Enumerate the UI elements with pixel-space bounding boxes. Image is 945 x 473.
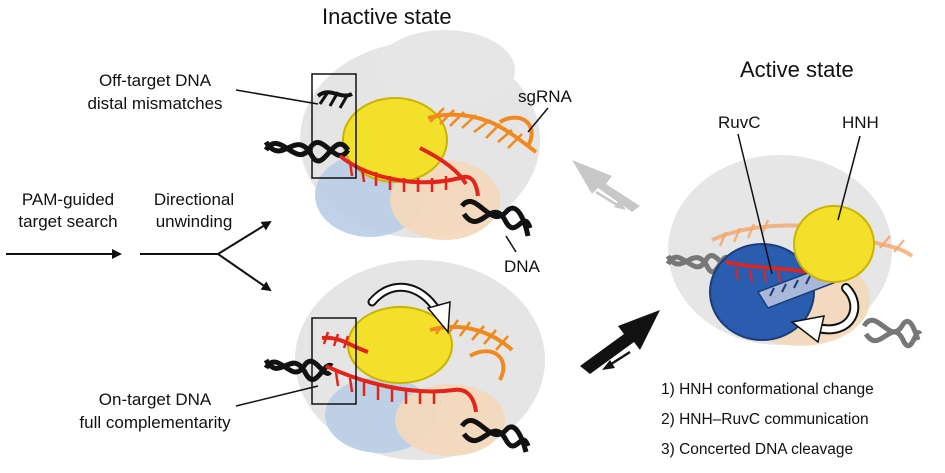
ontarget-label-line2: full complementarity [79, 413, 231, 432]
ruvc-leader [737, 133, 773, 275]
hnh-movement-arrow-head [790, 315, 825, 344]
arrow-to-active [580, 310, 660, 374]
hnh-label: HNH [842, 113, 879, 132]
step-unwinding-line2: unwinding [156, 212, 233, 231]
active-complex [665, 155, 923, 349]
step-3: 3) Concerted DNA cleavage [661, 441, 853, 458]
conformational-arrow-head [426, 300, 451, 334]
active-state-title: Active state [740, 57, 854, 82]
step-unwinding-line1: Directional [154, 190, 234, 209]
inactive-state-title: Inactive state [322, 4, 452, 29]
sgrna-leader [527, 107, 549, 133]
step-target-search-line1: PAM-guided [22, 190, 114, 209]
equilibrium-arrows [572, 160, 660, 374]
offtarget-label-line1: Off-target DNA [99, 71, 212, 90]
dna-leader [505, 235, 517, 253]
offtarget-label-line2: distal mismatches [87, 94, 222, 113]
arrow-branch-up [217, 220, 272, 255]
inactive-ontarget-complex [263, 260, 545, 460]
offtarget-leader [235, 89, 319, 105]
arrow-to-inactive [572, 160, 640, 212]
hnh-leader [837, 135, 861, 221]
pathway: PAM-guided target search Directional unw… [6, 190, 272, 292]
step-2: 2) HNH–RuvC communication [661, 411, 869, 428]
sgrna-label: sgRNA [518, 87, 573, 106]
arrow-branch-down [217, 253, 272, 292]
dna-label: DNA [504, 257, 541, 276]
ontarget-leader [235, 385, 319, 407]
step-target-search-line2: target search [18, 212, 117, 231]
ruvc-label: RuvC [718, 113, 761, 132]
step-1: 1) HNH conformational change [661, 381, 874, 398]
inactive-offtarget-complex [263, 30, 540, 240]
ontarget-label-line1: On-target DNA [99, 390, 212, 409]
